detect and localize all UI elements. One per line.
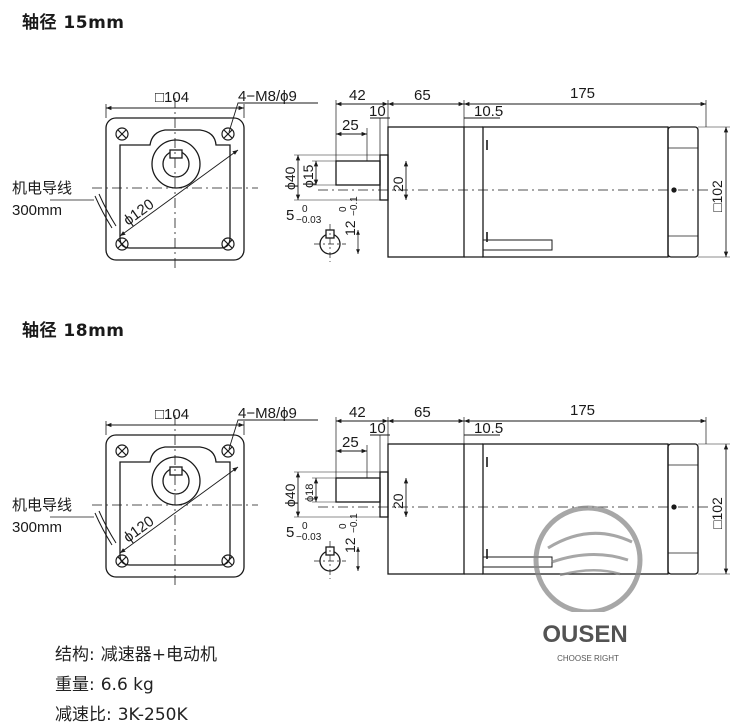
key-tol-top: 0: [302, 521, 308, 532]
bolt-hole-icon: [221, 444, 235, 458]
dim-42: 42: [349, 87, 366, 104]
dim-25: 25: [342, 434, 359, 451]
ousen-logo: OUSEN CHOOSE RIGHT: [520, 505, 650, 663]
dim-42: 42: [349, 404, 366, 421]
key-height-tol: −0.1: [349, 196, 360, 216]
section-title-15mm: 轴径 15mm: [22, 13, 125, 33]
bolt-hole-icon: [115, 237, 129, 251]
side-view: [294, 417, 730, 579]
section-1-labels: □104 4−M8/ϕ9 机电导线 300mm ϕ120 42 65 175 1…: [12, 85, 725, 236]
logo-tagline: CHOOSE RIGHT: [557, 654, 619, 663]
bolt-hole-icon: [221, 237, 235, 251]
bolt-circle-label: ϕ120: [120, 196, 157, 229]
drawing-section-2: [50, 415, 730, 589]
bolt-hole-icon: [221, 127, 235, 141]
key-tol-top: 0: [302, 204, 308, 215]
dim-175: 175: [570, 85, 595, 102]
shaft-outer-diameter: ϕ40: [282, 483, 298, 507]
spec-value: 6.6 kg: [100, 675, 154, 695]
side-view: [294, 100, 730, 262]
square-104-label: □104: [155, 406, 189, 423]
key-height-tol: −0.1: [349, 513, 360, 533]
shaft-outer-diameter: ϕ40: [282, 166, 298, 190]
key-width: 5: [286, 524, 294, 541]
dim-10: 10: [369, 103, 386, 120]
spec-key: 结构:: [55, 645, 95, 665]
bolt-hole-icon: [115, 127, 129, 141]
dim-20: 20: [390, 493, 406, 509]
dim-25: 25: [342, 117, 359, 134]
lead-wire-label: 机电导线: [12, 497, 72, 514]
key-tol: −0.03: [296, 532, 322, 543]
spec-key: 重量:: [55, 675, 95, 695]
key-tol: −0.03: [296, 215, 322, 226]
front-view: [50, 98, 318, 272]
lead-length-label: 300mm: [12, 202, 62, 219]
dim-10-5: 10.5: [474, 103, 503, 120]
front-view: [50, 415, 318, 589]
dim-102: □102: [709, 497, 725, 529]
spec-key: 减速比:: [55, 705, 112, 725]
spec-structure: 结构:减速器+电动机: [55, 640, 217, 665]
dim-10: 10: [369, 420, 386, 437]
key-height-tol-top: 0: [338, 206, 349, 212]
bolt-hole-icon: [115, 554, 129, 568]
bolt-hole-icon: [115, 444, 129, 458]
key-height-tol-top: 0: [338, 523, 349, 529]
section-title-18mm: 轴径 18mm: [22, 321, 125, 341]
shaft-diameter: ϕ15: [300, 164, 316, 188]
key-height: 12: [342, 537, 358, 553]
drawing-section-1: [50, 98, 730, 272]
bolt-hole-icon: [221, 554, 235, 568]
dim-175: 175: [570, 402, 595, 419]
dim-10-5: 10.5: [474, 420, 503, 437]
spec-value: 减速器+电动机: [100, 645, 217, 665]
dim-65: 65: [414, 87, 431, 104]
bolt-spec-label: 4−M8/ϕ9: [238, 88, 297, 105]
bolt-circle-label: ϕ120: [120, 513, 157, 546]
logo-brand: OUSEN: [542, 621, 627, 648]
spec-ratio: 减速比:3K-250K: [55, 700, 188, 725]
dim-20: 20: [390, 176, 406, 192]
lead-wire-label: 机电导线: [12, 180, 72, 197]
dim-102: □102: [709, 180, 725, 212]
key-height: 12: [342, 220, 358, 236]
spec-value: 3K-250K: [117, 705, 188, 725]
lead-length-label: 300mm: [12, 519, 62, 536]
key-width: 5: [286, 207, 294, 224]
shaft-diameter: ϕ18: [304, 484, 316, 502]
square-104-label: □104: [155, 89, 189, 106]
bolt-spec-label: 4−M8/ϕ9: [238, 405, 297, 422]
dim-65: 65: [414, 404, 431, 421]
spec-weight: 重量:6.6 kg: [55, 670, 154, 695]
